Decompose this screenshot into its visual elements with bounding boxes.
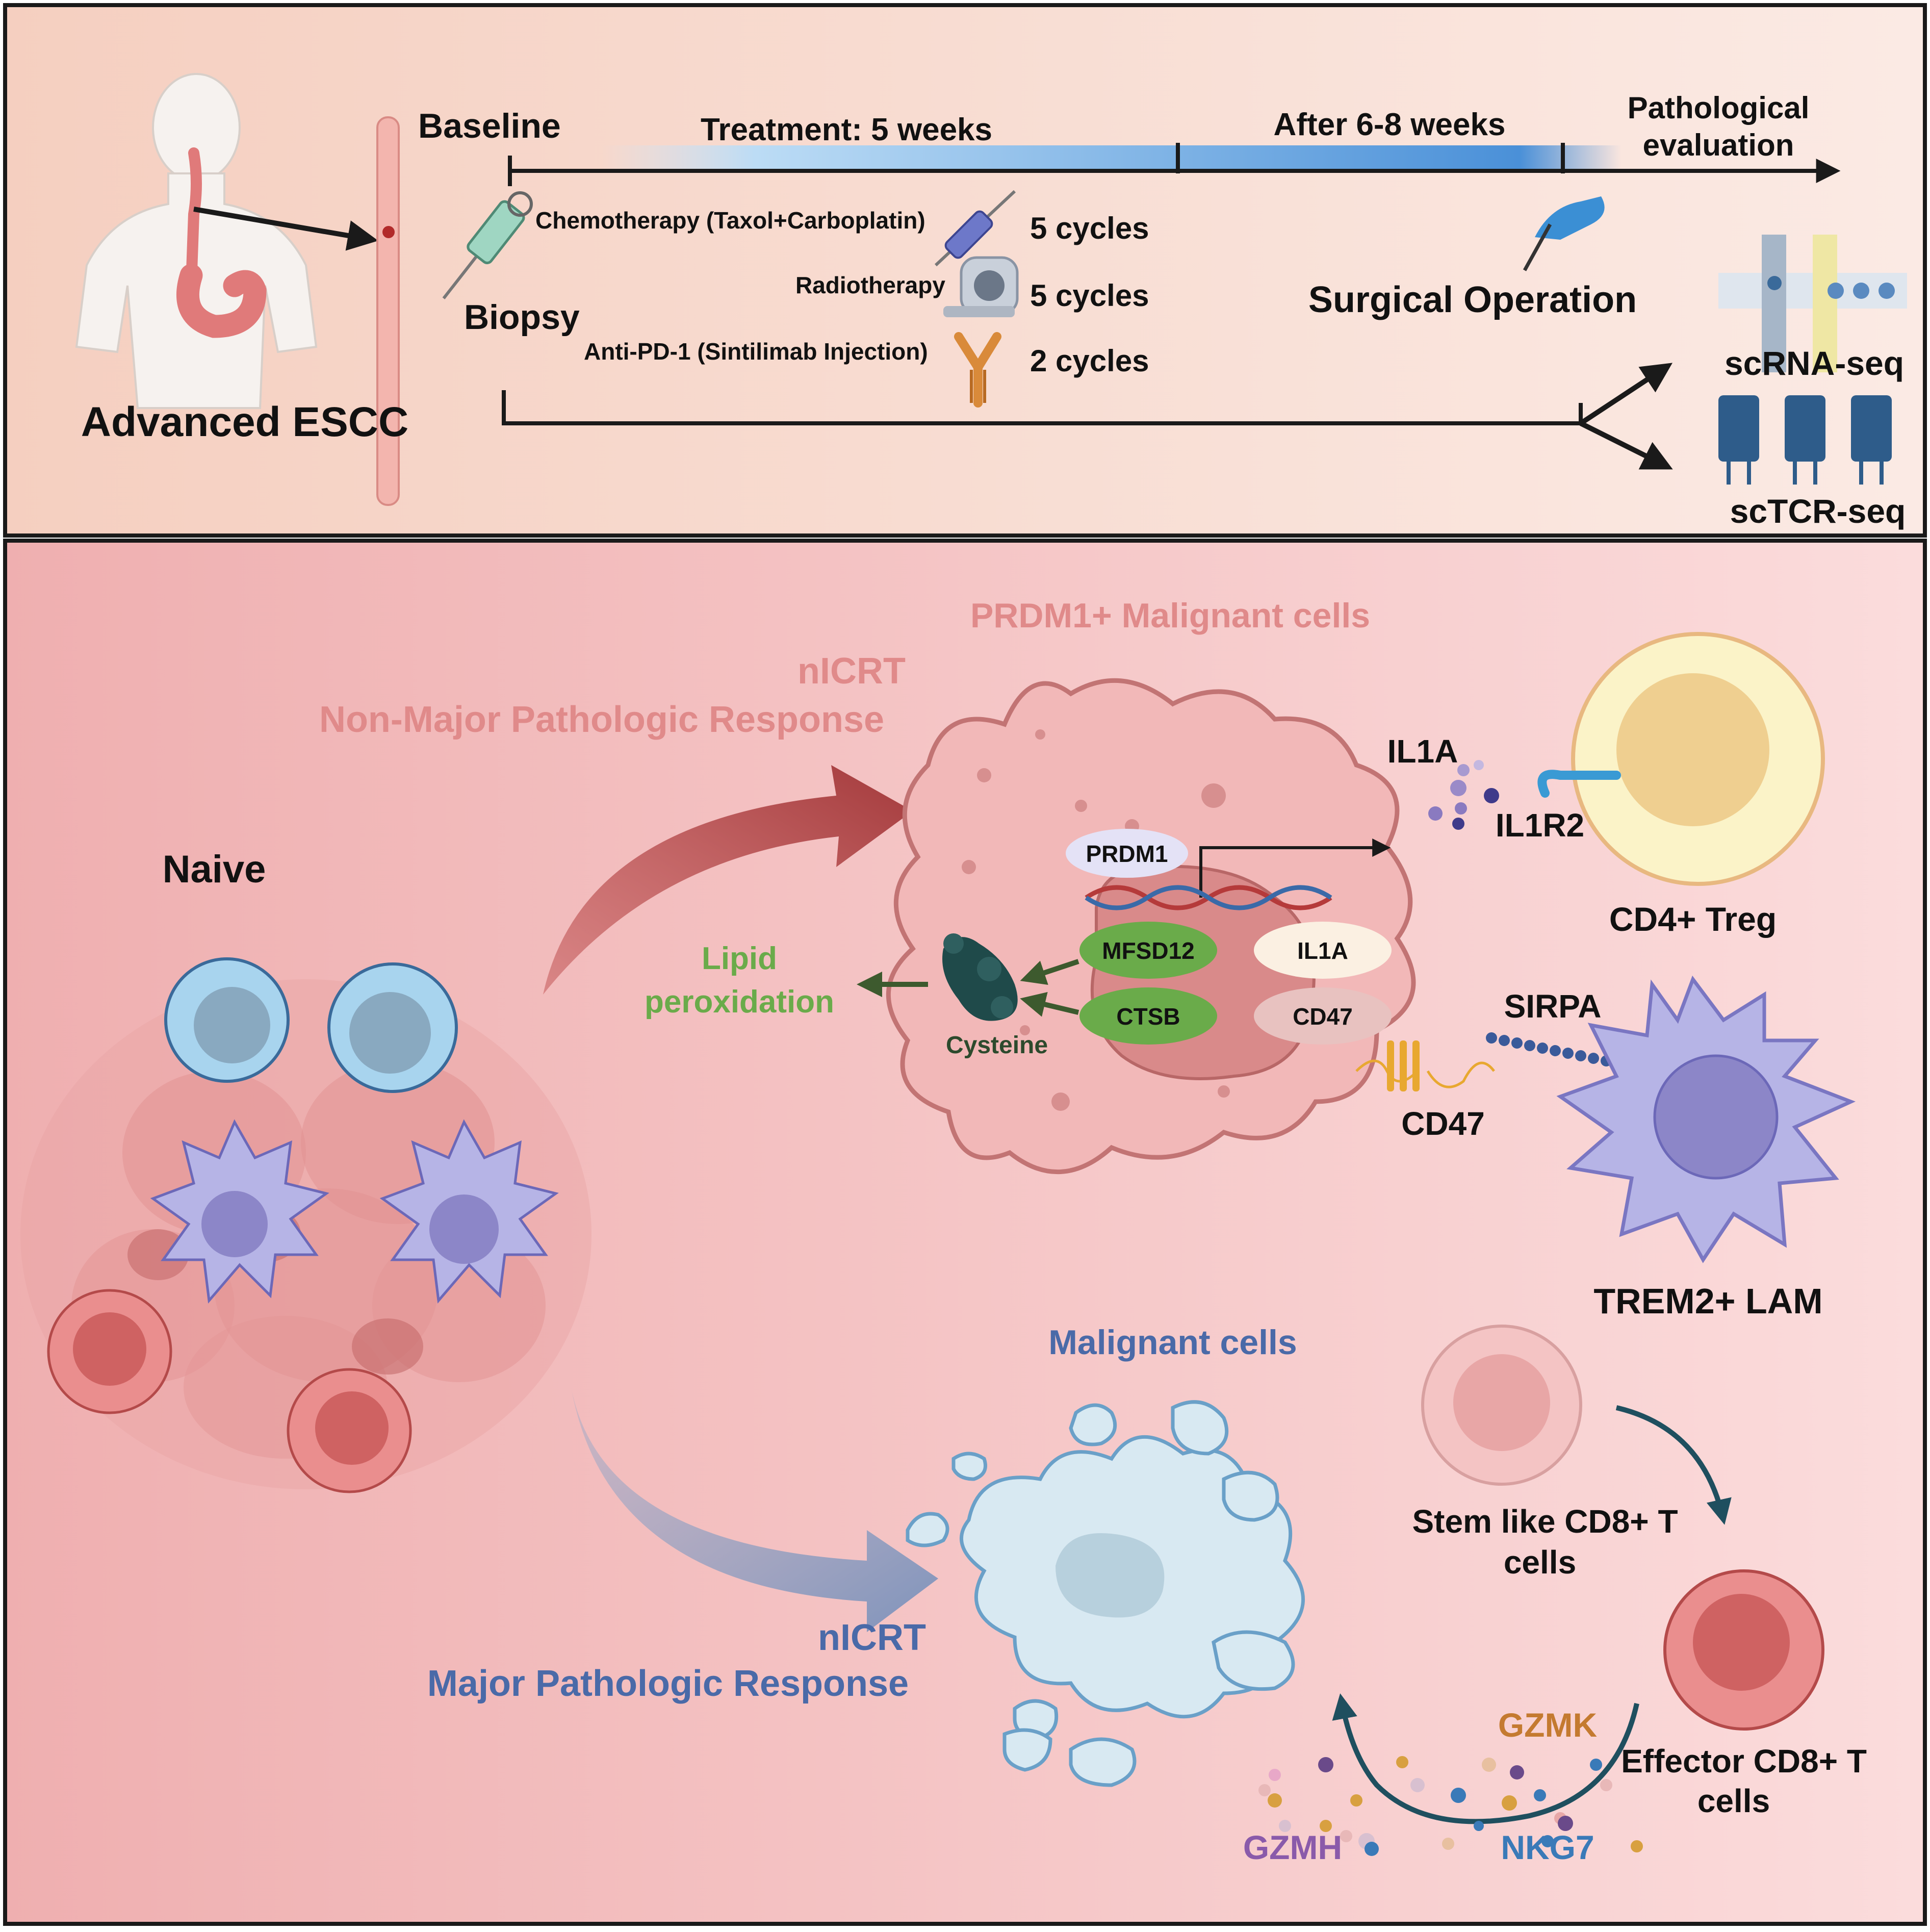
transcription-arrow (1199, 838, 1391, 898)
scalpel-hand-icon (1523, 196, 1605, 271)
il1a-inner-bubble (1254, 922, 1392, 979)
il1a-inner-label: IL1A (1297, 937, 1348, 964)
mpr-label-line2: Major Pathologic Response (427, 1663, 909, 1704)
syringe-icon (442, 191, 533, 299)
antipd1-label: Anti-PD-1 (Sintilimab Injection) (584, 338, 928, 365)
naive-t-cell-icon-2 (327, 962, 458, 1093)
cd47-inner-label: CD47 (1293, 1003, 1353, 1030)
naive-t-cell-icon (164, 957, 290, 1083)
biopsy-label: Biopsy (464, 298, 580, 337)
human-body-icon (75, 73, 318, 409)
prdm1-label: PRDM1 (1086, 841, 1168, 867)
naive-label: Naive (163, 848, 266, 891)
stem-like-cd8-cell (1421, 1325, 1582, 1486)
tcr-receptor-icon (1718, 395, 1892, 485)
sirpa-label: SIRPA (1504, 988, 1602, 1025)
prdm1-bubble (1066, 829, 1188, 878)
sirpa-receptor-icon (1486, 1032, 1612, 1066)
injection-pen-icon (934, 190, 1016, 267)
cytotoxic-killing-arrow (1332, 1693, 1639, 1824)
treg-label: CD4+ Treg (1609, 900, 1777, 938)
antipd1-cycles: 2 cycles (1030, 344, 1149, 378)
ctsb-cysteine-arrow (1020, 992, 1079, 1017)
il1a-cytokine-dots (1428, 760, 1499, 830)
cd47-inner-bubble (1254, 987, 1392, 1045)
il1a-label: IL1A (1387, 733, 1458, 770)
radio-label: Radiotherapy (795, 272, 945, 298)
naive-macrophage-icon-2 (379, 1119, 559, 1304)
prdm1-malignant-cells-label: PRDM1+ Malignant cells (970, 596, 1370, 635)
stem-label-line1: Stem like CD8+ T (1412, 1503, 1678, 1540)
cd47-label: CD47 (1401, 1105, 1485, 1142)
effector-cd8-cell (1663, 1569, 1824, 1731)
mfsd12-cysteine-arrow (1020, 959, 1079, 985)
cysteine-molecule-icon (942, 933, 1018, 1021)
chemo-cycles: 5 cycles (1030, 211, 1149, 245)
scrna-label: scRNA-seq (1725, 344, 1904, 382)
microfluidics-icon (1718, 235, 1907, 372)
esophagus-icon (376, 116, 400, 506)
chemo-label: Chemotherapy (Taxol+Carboplatin) (535, 207, 925, 234)
ctsb-label: CTSB (1116, 1003, 1180, 1030)
il1r2-label: IL1R2 (1496, 807, 1584, 844)
cd4-treg-cell (1571, 632, 1825, 886)
radio-cycles: 5 cycles (1030, 278, 1149, 313)
antibody-icon (954, 332, 1001, 408)
non-mpr-label-line1: nICRT (797, 651, 906, 692)
lipid-label-line2: peroxidation (645, 984, 834, 1020)
nkg7-label: NKG7 (1501, 1828, 1594, 1866)
il1r2-receptor-icon (1537, 770, 1621, 798)
sctcr-branch-arrow (1579, 421, 1673, 470)
trem2-lam-macrophage (1556, 975, 1856, 1263)
mpr-arrow (571, 1387, 938, 1632)
effector-label-line1: Effector CD8+ T (1621, 1743, 1867, 1780)
naive-cd8-cell-icon-2 (287, 1368, 412, 1493)
baseline-label: Baseline (418, 107, 561, 145)
disease-label: Advanced ESCC (81, 399, 409, 445)
cd47-receptor-icon (1355, 1040, 1495, 1091)
scrna-branch-arrow (1579, 363, 1673, 426)
stem-label-line2: cells (1504, 1544, 1576, 1581)
mfsd12-label: MFSD12 (1102, 937, 1194, 964)
mfsd12-bubble (1079, 922, 1217, 979)
cysteine-label: Cysteine (946, 1032, 1048, 1059)
naive-macrophage-icon (150, 1119, 329, 1304)
non-mpr-arrow (543, 765, 913, 995)
dna-helix-icon (1085, 885, 1332, 910)
ctsb-bubble (1079, 987, 1217, 1045)
gzmh-label: GZMH (1243, 1828, 1342, 1866)
biopsy-pointer-arrow (193, 207, 378, 251)
pathology-label-line2: evaluation (1643, 128, 1794, 162)
treatment-timeline-gradient (602, 145, 1622, 171)
mpr-label-line1: nICRT (818, 1617, 926, 1658)
naive-cd8-cell-icon (47, 1289, 172, 1414)
surgery-label: Surgical Operation (1308, 279, 1637, 320)
lipid-label-line1: Lipid (702, 941, 777, 976)
after-label: After 6-8 weeks (1274, 107, 1506, 142)
gzmk-label: GZMK (1498, 1706, 1598, 1744)
radiotherapy-machine-icon (943, 256, 1019, 317)
pathology-label-line1: Pathological (1628, 91, 1810, 125)
lam-label: TREM2+ LAM (1593, 1281, 1822, 1321)
granzyme-dots (1258, 1756, 1643, 1856)
differentiation-arrow (1615, 1405, 1732, 1525)
malignant-cells-label: Malignant cells (1048, 1323, 1297, 1362)
dying-cell-nucleus (1056, 1533, 1165, 1618)
sctcr-label: scTCR-seq (1730, 492, 1906, 530)
sample-collection-line (502, 390, 1581, 425)
treatment-label: Treatment: 5 weeks (701, 112, 992, 147)
non-mpr-label-line2: Non-Major Pathologic Response (319, 699, 884, 740)
effector-label-line2: cells (1697, 1783, 1770, 1819)
